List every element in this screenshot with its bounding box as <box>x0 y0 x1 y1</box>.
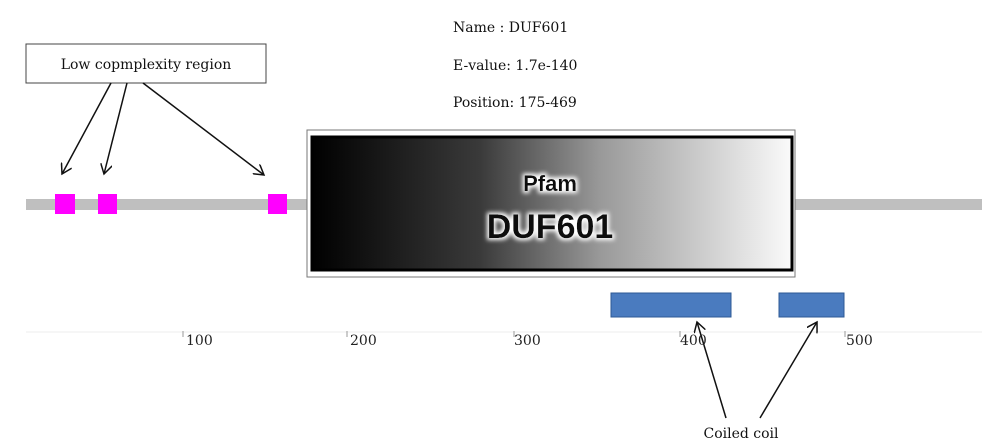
low-complexity-region-1 <box>55 194 75 214</box>
info-evalue: E-value: 1.7e-140 <box>453 58 578 74</box>
tick-label-500: 500 <box>846 333 873 349</box>
low-complexity-region-2 <box>98 194 117 214</box>
domain-source-label: Pfam <box>523 171 577 196</box>
coiled-coil-label: Coiled coil <box>703 426 779 442</box>
coiled-coil-2 <box>778 292 845 318</box>
axis-ticks <box>182 331 846 337</box>
low-complexity-label: Low copmplexity region <box>61 57 232 73</box>
info-name: Name : DUF601 <box>453 20 569 36</box>
info-position: Position: 175-469 <box>453 95 577 111</box>
annotation-arrows <box>62 82 817 419</box>
low-complexity-region-3 <box>268 194 287 214</box>
tick-label-200: 200 <box>350 333 377 349</box>
tick-label-100: 100 <box>186 333 213 349</box>
low-complexity-label-box <box>25 43 267 84</box>
domain-name-label: DUF601 <box>487 208 614 246</box>
tick-label-400: 400 <box>680 333 707 349</box>
coiled-coil-1 <box>610 292 732 318</box>
domain-duf601 <box>310 135 794 272</box>
tick-label-300: 300 <box>514 333 541 349</box>
